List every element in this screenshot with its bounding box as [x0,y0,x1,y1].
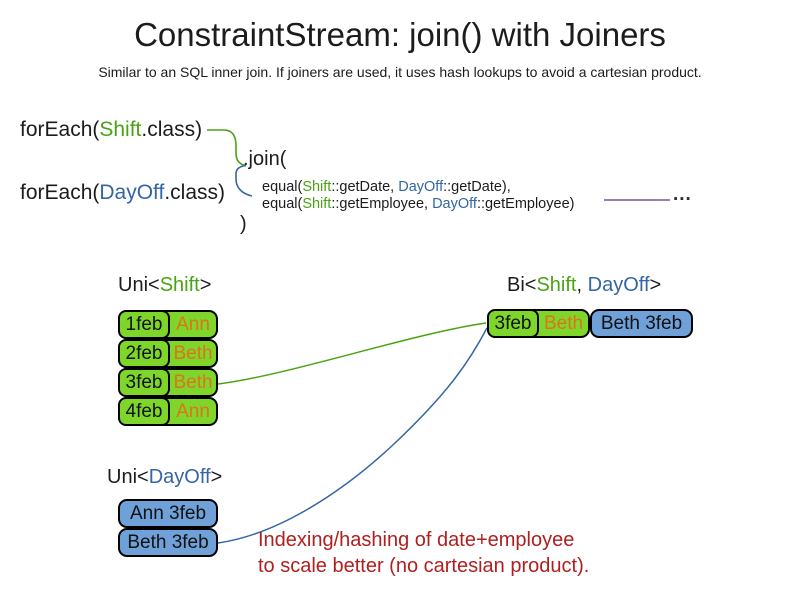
dayoff-row: Ann 3feb [118,499,218,528]
dayoff-row: Beth 3feb [118,528,218,557]
label-token-dayoff-class: DayOff [587,274,650,296]
label-token: > [210,466,223,488]
label-token-dayoff-class: DayOff [148,466,211,488]
code-token: ::getDate), [443,179,511,195]
employee-cell: Ann [176,313,210,335]
note-line: Indexing/hashing of date+employee [258,529,575,551]
code-token: ::getDate, [331,179,399,195]
code-token-dayoff-class: DayOff [398,179,444,195]
code-token: equal( [262,196,303,212]
code-token: ::getEmployee) [476,196,575,212]
bi-result-row: 3feb Beth Beth 3feb [487,309,693,338]
bi-dayoff-part: Beth 3feb [590,309,693,338]
label-token: > [649,274,662,296]
uni-dayoff-label: Uni<DayOff> [107,466,222,489]
slide-title: ConstraintStream: join() with Joiners [134,16,666,53]
connector-dayoff-row-to-bi [217,327,488,544]
code-foreach-shift: forEach(Shift.class) [20,118,202,142]
brace-dayoff-to-join [235,164,253,197]
label-token: Uni< [107,466,149,488]
uni-shift-label: Uni<Shift> [118,274,211,297]
label-token: > [199,274,212,296]
code-token: equal( [262,179,303,195]
code-token-dayoff-class: DayOff [432,196,477,212]
label-token-shift-class: Shift [159,274,200,296]
code-join-close: ) [240,213,247,235]
code-joiner-equal-employee: equal(Shift::getEmployee, DayOff::getEmp… [262,196,574,212]
code-foreach-dayoff: forEach(DayOff.class) [20,181,225,205]
code-token-shift-class: Shift [99,118,142,141]
brace-shift-to-join [207,129,247,167]
code-token-shift-class: Shift [302,179,332,195]
note-line: to scale better (no cartesian product). [258,555,590,577]
date-cell: 2feb [118,339,170,368]
bi-label: Bi<Shift, DayOff> [507,274,661,297]
code-token: forEach( [20,181,100,204]
code-join-open: .join( [243,148,287,170]
employee-cell: Beth [173,342,213,364]
employee-cell: Beth [173,371,213,393]
code-token: ::getEmployee, [331,196,433,212]
uni-dayoff-table: Ann 3feb Beth 3feb [118,499,218,557]
date-cell: 1feb [118,310,170,339]
connector-shift-row-to-bi [217,322,487,385]
employee-cell: Beth [543,312,584,334]
code-token-shift-class: Shift [302,196,332,212]
label-token: , [576,274,588,296]
slide-subtitle: Similar to an SQL inner join. If joiners… [98,64,702,80]
date-cell: 3feb [487,309,539,338]
code-joiner-equal-date: equal(Shift::getDate, DayOff::getDate), [262,179,511,195]
note-text: Indexing/hashing of date+employee to sca… [258,527,589,579]
label-token-shift-class: Shift [536,274,577,296]
code-token: forEach( [20,118,100,141]
code-token-dayoff-class: DayOff [99,181,165,204]
employee-cell: Ann [176,400,210,422]
shift-row: 4feb Ann [118,397,218,426]
shift-row: 1feb Ann [118,310,218,339]
more-joiners-ellipsis: ... [673,184,692,205]
code-token: .class) [141,118,203,141]
shift-row: 3feb Beth [118,368,218,397]
date-cell: 4feb [118,397,170,426]
date-cell: 3feb [118,368,170,397]
bi-shift-part: 3feb Beth [487,309,590,338]
code-token: .class) [164,181,226,204]
label-token: Bi< [507,274,537,296]
label-token: Uni< [118,274,160,296]
shift-row: 2feb Beth [118,339,218,368]
uni-shift-table: 1feb Ann 2feb Beth 3feb Beth 4feb Ann [118,310,218,426]
